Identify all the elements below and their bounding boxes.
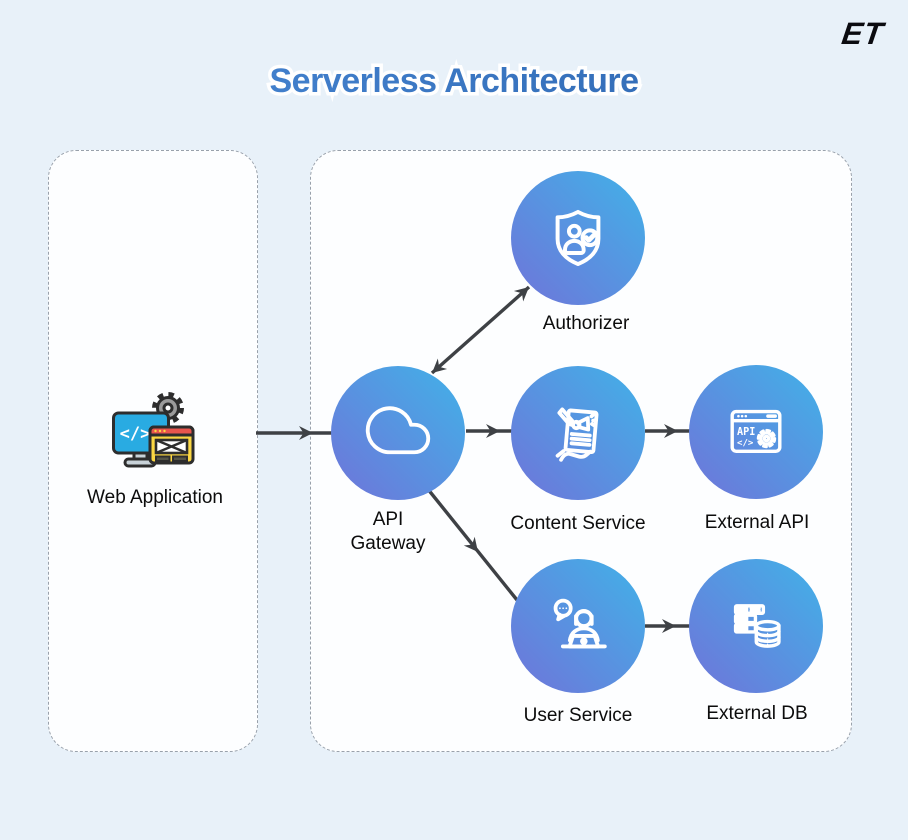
user-service-node: [511, 559, 645, 693]
web-application-icon: </>: [112, 392, 195, 468]
external-api-node: API </>: [689, 365, 823, 499]
pencil-icon: [557, 407, 575, 428]
svg-text:</>: </>: [120, 424, 151, 444]
gear-icon: [756, 428, 777, 449]
content-service-label: Content Service: [510, 513, 646, 534]
page-title: Serverless Architecture Serverless Archi…: [0, 59, 908, 110]
content-service-node: [511, 366, 645, 500]
support-agent-icon: [553, 598, 607, 649]
api-gateway-label: API Gateway: [350, 509, 426, 554]
user-service-label: User Service: [523, 705, 633, 726]
et-logo: ET: [839, 16, 887, 51]
svg-text:API: API: [737, 427, 755, 438]
megaphone-icon: [571, 412, 599, 432]
shield-user-check-icon: [555, 209, 601, 267]
web-application-node: </>: [103, 388, 203, 485]
external-api-label: External API: [704, 512, 810, 533]
api-gateway-node: [331, 366, 465, 500]
cloud-icon: [365, 406, 431, 455]
authorizer-label: Authorizer: [542, 313, 630, 334]
hand-icon: [555, 449, 593, 462]
svg-text:</>: </>: [737, 439, 754, 449]
speech-bubble-icon: [553, 598, 573, 622]
server-database-icon: [733, 604, 781, 648]
external-db-label: External DB: [706, 703, 808, 724]
browser-window-icon: [148, 425, 195, 465]
page-title-text: Serverless Architecture: [0, 62, 908, 101]
database-cylinder-icon: [754, 619, 781, 648]
external-db-node: [689, 559, 823, 693]
page-title-outline: Serverless Architecture: [0, 59, 908, 104]
web-application-label: Web Application: [87, 487, 223, 508]
content-document-icon: [555, 407, 599, 462]
authorizer-node: [511, 171, 645, 305]
api-browser-icon: API </>: [730, 409, 782, 453]
